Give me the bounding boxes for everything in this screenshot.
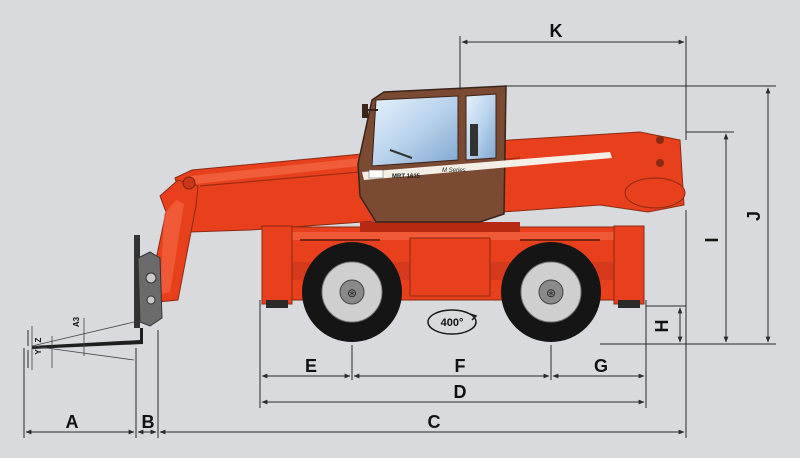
dim-label-d: D <box>454 382 467 402</box>
rotation-indicator: 400° <box>427 309 478 335</box>
front-wheel: ⊛ <box>302 242 402 342</box>
dimension-labels: A B C D E F G K H I J Y Z A3 <box>34 21 764 432</box>
telehandler-machine: MRT 1635 M Series ⊛ ⊛ 400° <box>31 85 686 370</box>
dim-label-a3: A3 <box>72 316 81 327</box>
dim-label-z: Z <box>34 337 43 342</box>
dim-label-a: A <box>66 412 79 432</box>
fork-tilt-lines <box>31 318 135 370</box>
dim-label-j: J <box>744 211 764 221</box>
dim-label-g: G <box>594 356 608 376</box>
dim-label-c: C <box>428 412 441 432</box>
rotation-label: 400° <box>441 317 464 329</box>
rear-wheel: ⊛ <box>501 242 601 342</box>
svg-text:⊛: ⊛ <box>347 286 357 300</box>
operator-cab: MRT 1635 M Series <box>357 85 612 223</box>
dim-label-y: Y <box>34 349 43 355</box>
svg-text:⊛: ⊛ <box>546 286 556 300</box>
model-plate-text: MRT 1635 <box>392 174 421 180</box>
dim-label-e: E <box>305 356 317 376</box>
fork-carriage <box>32 235 163 349</box>
dim-label-f: F <box>455 356 466 376</box>
dimension-lines <box>23 36 776 438</box>
dim-label-b: B <box>142 412 155 432</box>
dim-label-i: I <box>702 237 722 242</box>
series-badge-text: M Series <box>442 168 466 174</box>
dim-label-h: H <box>652 320 672 333</box>
dim-label-k: K <box>550 21 563 41</box>
